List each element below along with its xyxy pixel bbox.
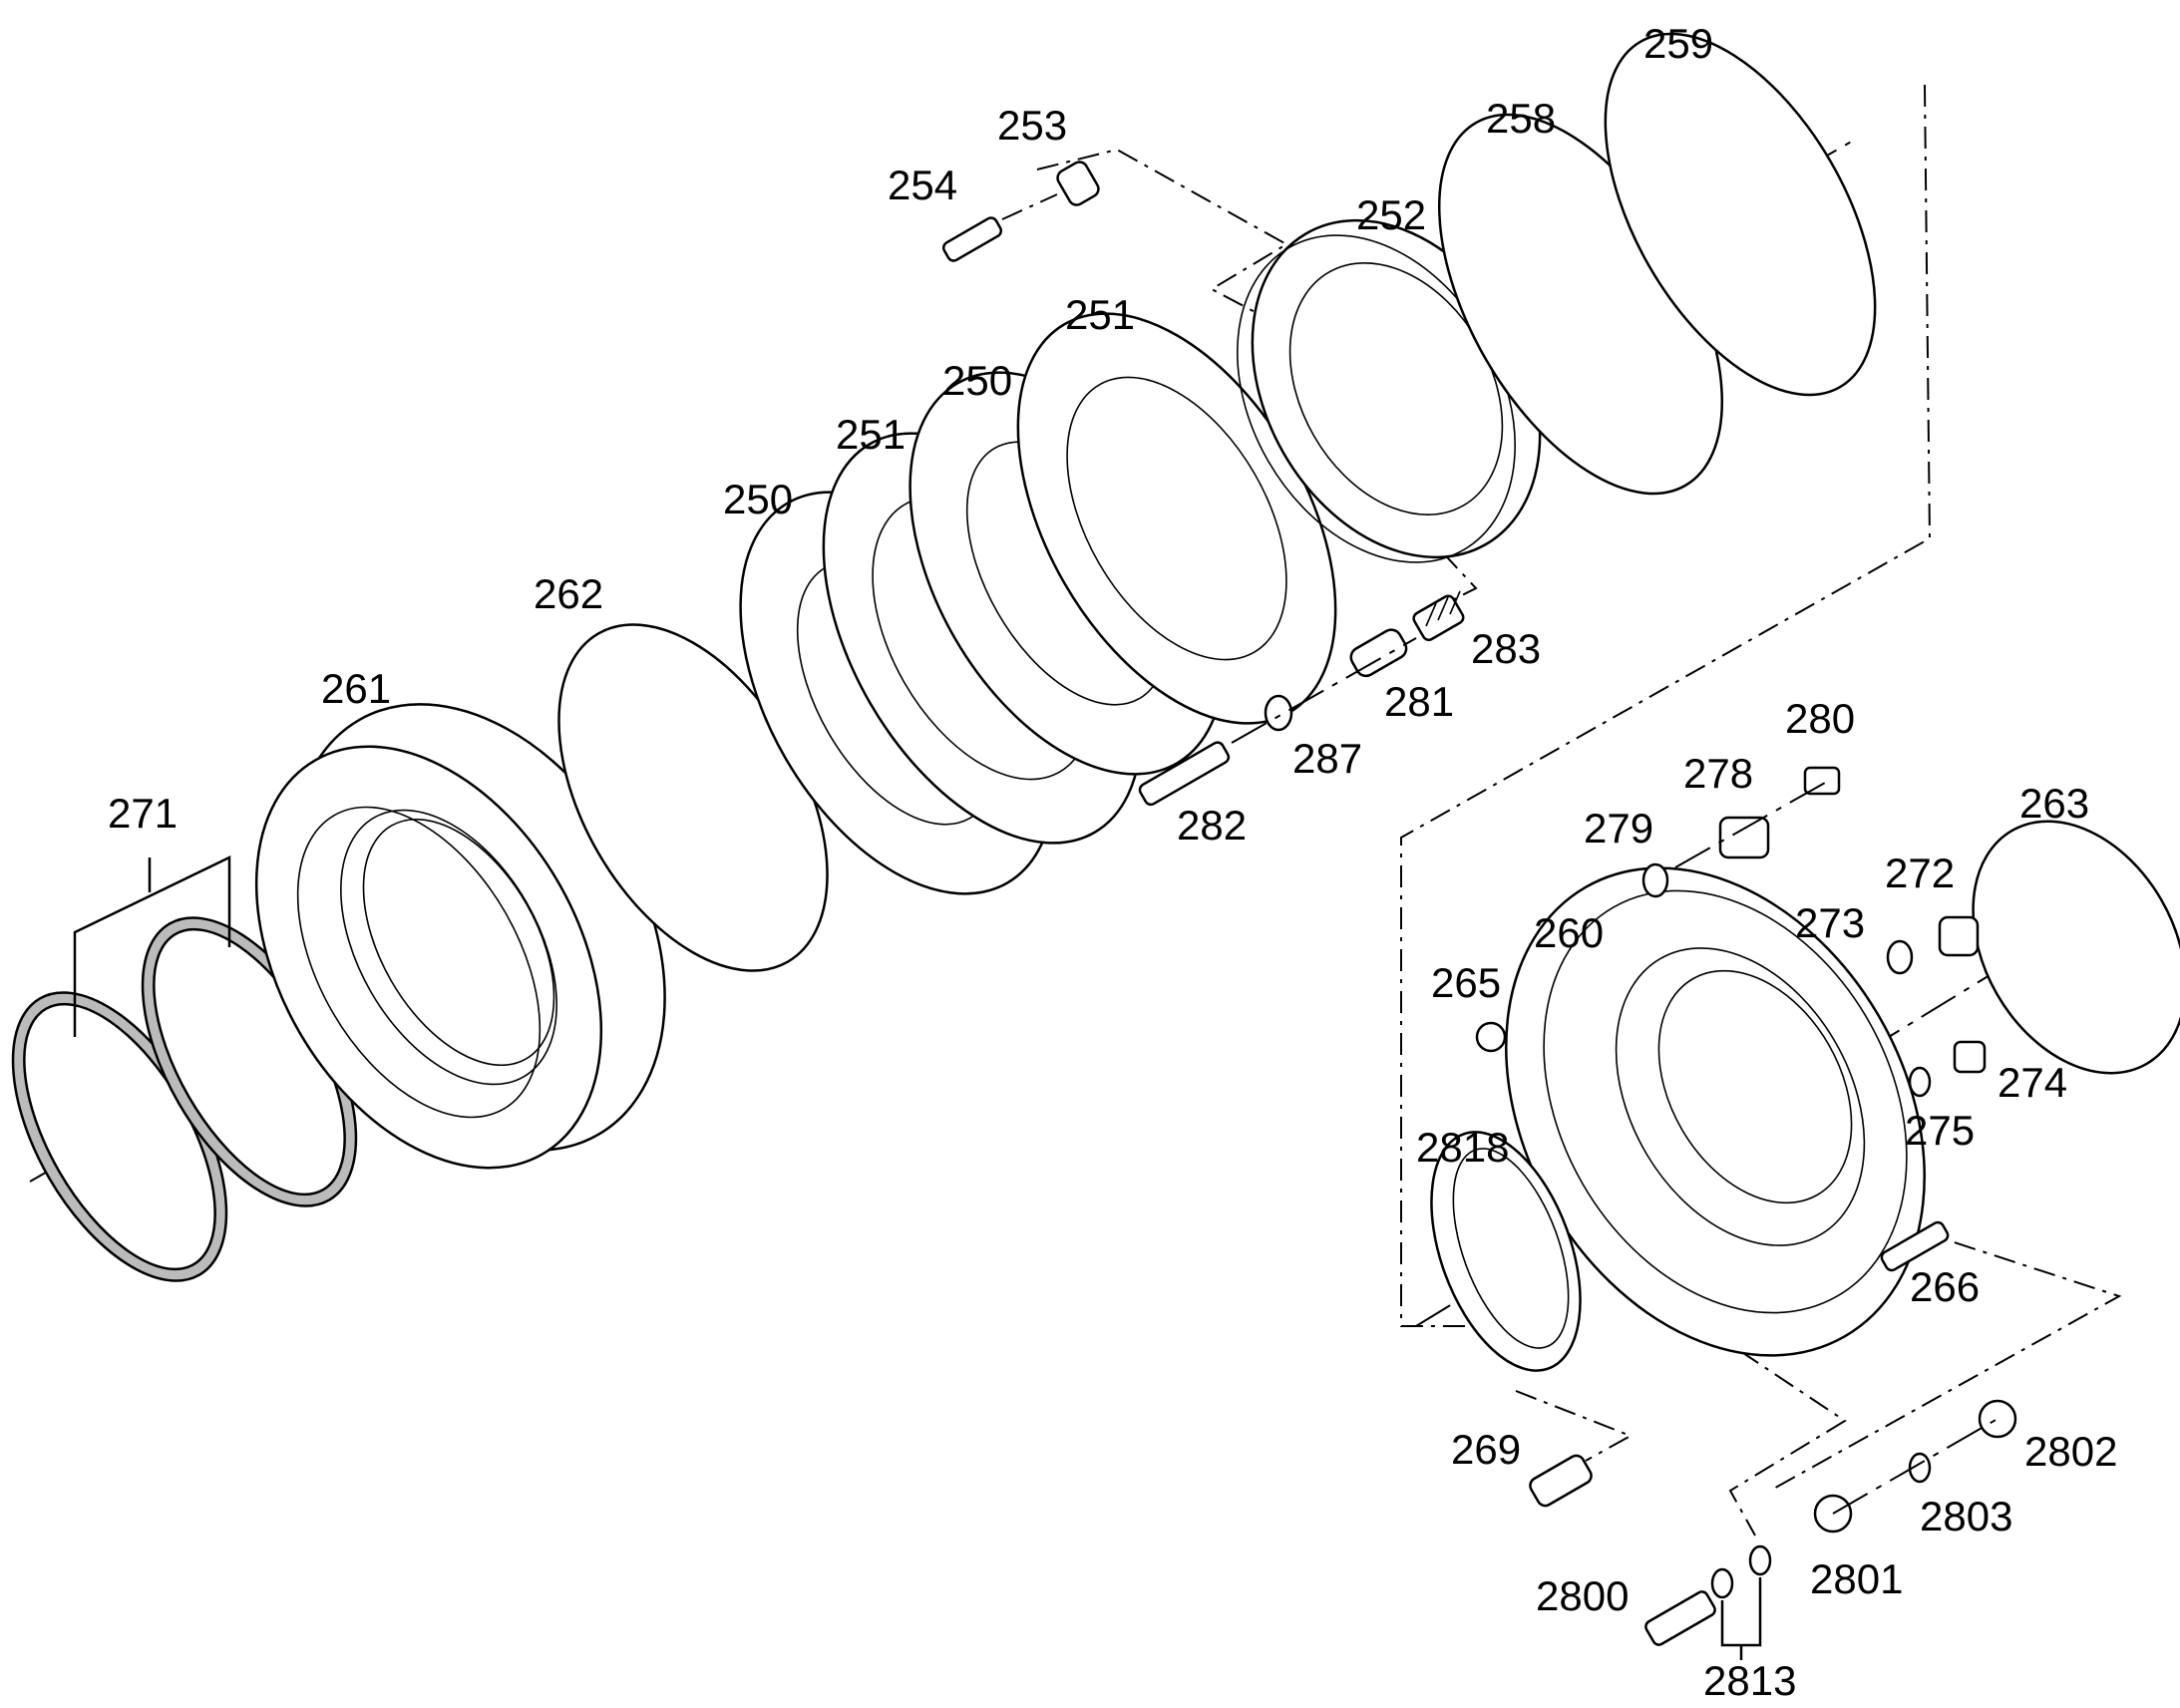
ring-279 bbox=[1641, 862, 1669, 898]
label-263: 263 bbox=[2019, 780, 2089, 827]
label-2818: 2818 bbox=[1416, 1124, 1509, 1171]
label-261: 261 bbox=[321, 665, 391, 712]
bolt269-leader-line bbox=[1515, 1390, 1634, 1462]
ring-275 bbox=[1908, 1066, 1932, 1098]
hub-261 bbox=[254, 703, 666, 1170]
label-265: 265 bbox=[1431, 959, 1501, 1006]
leader-271 bbox=[73, 855, 231, 1037]
label-250: 250 bbox=[942, 357, 1012, 404]
o-ring-263 bbox=[1972, 820, 2180, 1075]
fitting-278 bbox=[1718, 816, 1770, 859]
label-278: 278 bbox=[1683, 750, 1753, 797]
bolt-254 bbox=[941, 216, 1003, 262]
label-252: 252 bbox=[1356, 191, 1426, 238]
nut-axis-line bbox=[1832, 1418, 1998, 1515]
sleeve-253 bbox=[1056, 161, 1100, 206]
right-boundary-line bbox=[1400, 84, 1932, 1327]
label-2800: 2800 bbox=[1536, 1572, 1629, 1619]
top-boundary-line bbox=[1036, 148, 1297, 335]
label-280: 280 bbox=[1785, 695, 1855, 742]
label-2803: 2803 bbox=[1920, 1493, 2012, 1539]
ring-273 bbox=[1886, 939, 1914, 975]
stud-2800 bbox=[1644, 1590, 1716, 1646]
washer-2803 bbox=[1908, 1452, 1932, 1484]
label-254: 254 bbox=[888, 162, 957, 208]
label-260: 260 bbox=[1534, 909, 1604, 956]
label-272: 272 bbox=[1885, 850, 1955, 896]
shim-ring-2818 bbox=[1430, 1131, 1582, 1372]
label-2813: 2813 bbox=[1703, 1657, 1796, 1704]
label-251: 251 bbox=[1065, 291, 1135, 338]
label-266: 266 bbox=[1910, 1263, 1980, 1310]
plug-280 bbox=[1803, 766, 1841, 796]
plug-274 bbox=[1953, 1040, 1987, 1074]
label-251: 251 bbox=[836, 411, 906, 458]
label-2802: 2802 bbox=[2024, 1428, 2117, 1475]
spring-283 bbox=[1412, 590, 1465, 642]
leader-254-253 bbox=[1001, 193, 1058, 220]
nut-leader-line bbox=[1769, 1215, 2122, 1492]
label-2801: 2801 bbox=[1810, 1555, 1903, 1602]
label-275: 275 bbox=[1905, 1107, 1975, 1154]
ring-2813-b bbox=[1748, 1544, 1772, 1576]
seal-ring-271-inner bbox=[141, 916, 358, 1207]
pin-axis-line bbox=[1231, 637, 1417, 744]
ring-2813-a bbox=[1710, 1567, 1734, 1599]
label-253: 253 bbox=[997, 102, 1067, 149]
pin-281 bbox=[1349, 628, 1408, 678]
fitting-axis-line bbox=[1674, 782, 1826, 868]
ring-265 bbox=[1475, 1021, 1507, 1053]
label-282: 282 bbox=[1177, 802, 1247, 849]
label-250: 250 bbox=[723, 476, 793, 522]
label-283: 283 bbox=[1471, 625, 1541, 672]
plug-272 bbox=[1938, 915, 1980, 957]
bolt-269 bbox=[1529, 1454, 1593, 1508]
label-273: 273 bbox=[1795, 899, 1865, 946]
label-274: 274 bbox=[1998, 1059, 2067, 1106]
label-281: 281 bbox=[1384, 678, 1454, 725]
washer-287 bbox=[1264, 694, 1293, 732]
label-271: 271 bbox=[108, 790, 178, 837]
label-279: 279 bbox=[1584, 805, 1653, 852]
label-258: 258 bbox=[1486, 95, 1556, 142]
label-262: 262 bbox=[534, 570, 603, 617]
label-287: 287 bbox=[1292, 735, 1362, 782]
bolt-266 bbox=[1880, 1220, 1950, 1272]
nut-2802 bbox=[1978, 1399, 2017, 1439]
ring-259 bbox=[1604, 32, 1877, 397]
label-269: 269 bbox=[1451, 1426, 1521, 1473]
label-259: 259 bbox=[1643, 20, 1713, 67]
bolt-282 bbox=[1138, 741, 1231, 807]
